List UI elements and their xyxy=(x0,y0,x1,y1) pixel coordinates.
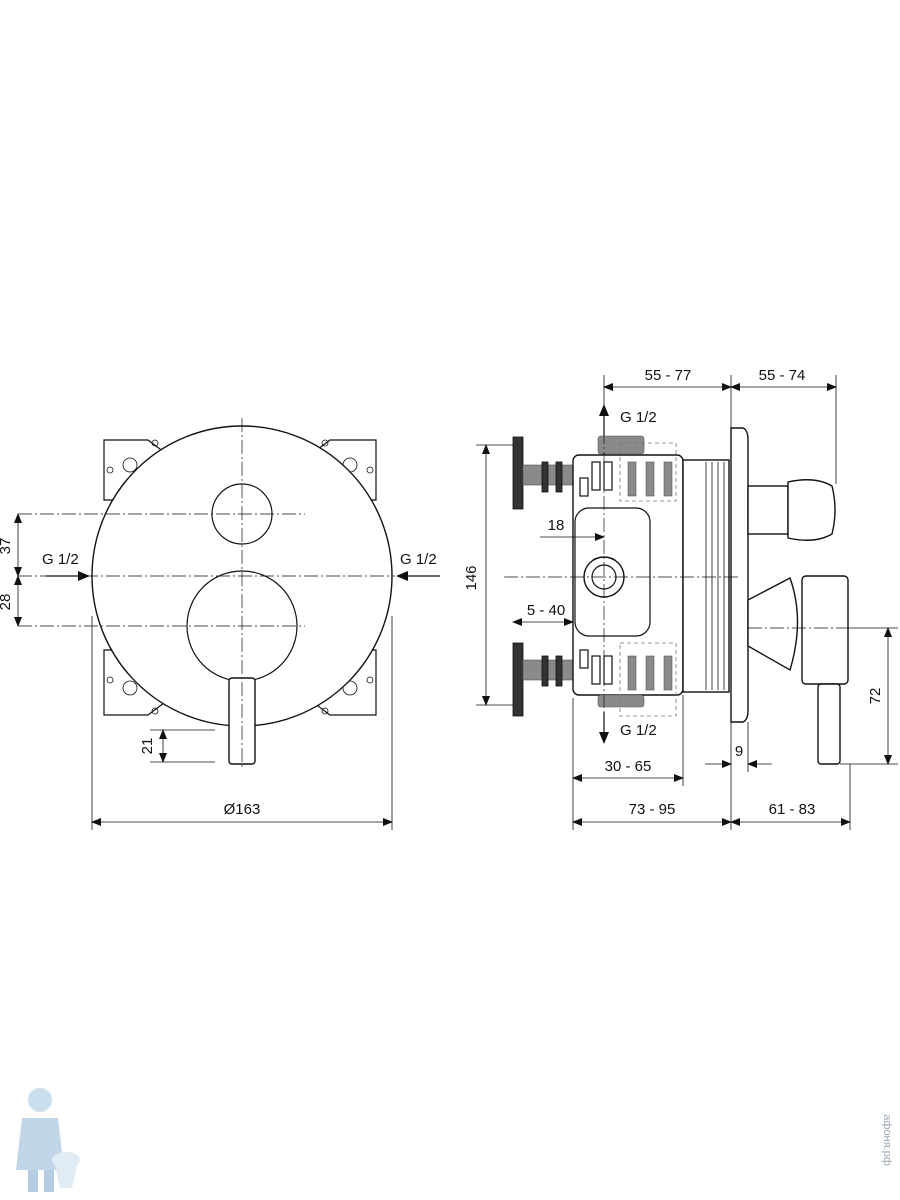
dim-72-label: 72 xyxy=(867,688,884,705)
lever-side xyxy=(747,575,849,765)
body-inner-window xyxy=(574,507,651,637)
dim-73-95-label: 73 - 95 xyxy=(629,801,676,818)
dim-28-label: 28 xyxy=(0,594,14,611)
dim-9-label: 9 xyxy=(735,743,743,760)
dim-21-label: 21 xyxy=(139,738,156,755)
dashed-ports-bottom xyxy=(627,655,673,691)
plumber-mascot-icon xyxy=(16,1088,80,1192)
diverter-knob-side xyxy=(747,479,836,541)
stop-valve-bottom-flange xyxy=(512,642,524,717)
bottom-nut xyxy=(597,694,645,708)
inlet-left-label: G 1/2 xyxy=(42,551,79,568)
front-view: 37 28 G 1/2 G 1/2 21 Ø163 xyxy=(0,418,440,830)
outlet-top-label: G 1/2 xyxy=(620,409,657,426)
dim-61-83-label: 61 - 83 xyxy=(769,801,816,818)
cover-plate-profile xyxy=(730,427,749,723)
diameter-label: Ø163 xyxy=(224,801,261,818)
top-nut xyxy=(597,435,645,455)
dim-30-65-label: 30 - 65 xyxy=(605,758,652,775)
dim-55-77-label: 55 - 77 xyxy=(645,367,692,384)
side-view: 55 - 77 55 - 74 G 1/2 xyxy=(463,367,898,830)
dim-18-label: 18 xyxy=(548,517,565,534)
inlet-right-label: G 1/2 xyxy=(400,551,437,568)
dim-55-74-label: 55 - 74 xyxy=(759,367,806,384)
dim-146-label: 146 xyxy=(463,565,480,590)
stop-valve-bottom-stem xyxy=(522,655,574,687)
dashed-ports-top xyxy=(627,461,673,497)
dim-5-40-label: 5 - 40 xyxy=(527,602,565,619)
stop-valve-top-flange xyxy=(512,436,524,510)
dim-37-label: 37 xyxy=(0,538,14,555)
outlet-bottom-label: G 1/2 xyxy=(620,722,657,739)
watermark-text: афоня.рф xyxy=(881,1114,893,1166)
stop-valve-top-stem xyxy=(522,461,574,493)
thread-lines xyxy=(705,462,725,690)
